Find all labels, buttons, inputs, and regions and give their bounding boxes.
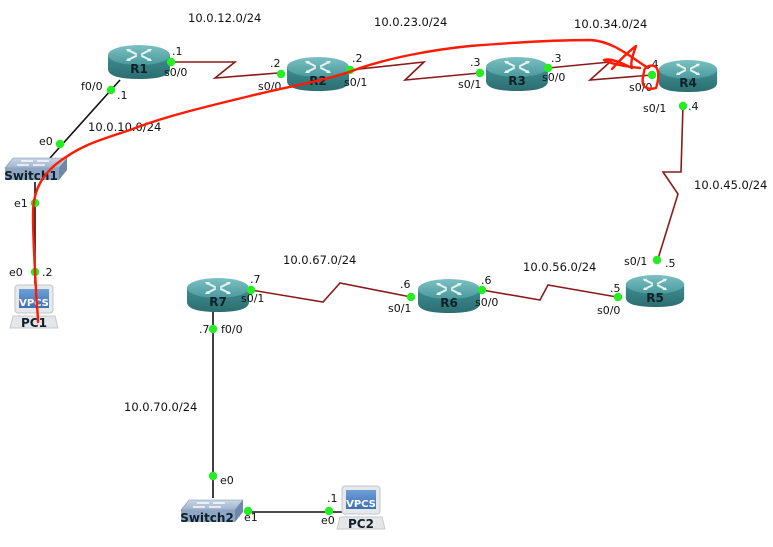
ip-label-r6-s0-0: .6 [481, 274, 492, 287]
port-dot-r2-s0-0[interactable] [276, 69, 286, 79]
ip-label-r3-s0-1: .3 [470, 56, 481, 69]
port-label-pc1-e0: e0 [9, 266, 23, 279]
router-r3[interactable]: R3 [485, 56, 549, 92]
switch-switch2[interactable]: Switch2 [180, 499, 244, 525]
port-dot-switch2-e0[interactable] [208, 471, 218, 481]
device-label-r6: R6 [440, 296, 458, 310]
router-r1[interactable]: R1 [107, 44, 171, 80]
port-dot-r5-s0-0[interactable] [613, 292, 623, 302]
port-label-r3-s0-0: s0/0 [542, 71, 565, 84]
ip-label-r7-s0-1: .7 [250, 273, 261, 286]
link-r2-r3-serial[interactable] [349, 60, 481, 82]
link-r1-r2-serial[interactable] [171, 61, 279, 80]
port-label-r6-s0-0: s0/0 [475, 296, 498, 309]
device-label-pc2: PC2 [348, 517, 374, 531]
ip-label-r2-s0-0: .2 [270, 57, 281, 70]
port-label-r3-s0-1: s0/1 [458, 78, 481, 91]
ip-label-r6-s0-1: .6 [400, 278, 411, 291]
ip-label-r2-s0-1: .2 [352, 52, 363, 65]
link-r4-r5-serial[interactable] [656, 104, 684, 263]
port-label-switch1-e1: e1 [14, 197, 28, 210]
vpcs-pc1[interactable]: VPCS PC1 [9, 284, 59, 330]
ip-label-r5-s0-0: .5 [610, 282, 621, 295]
device-label-pc1: PC1 [21, 316, 47, 330]
router-r6[interactable]: R6 [417, 278, 481, 314]
port-dot-r4-s0-0[interactable] [647, 70, 657, 80]
network-label-10-0-56: 10.0.56.0/24 [523, 260, 596, 274]
port-label-r6-s0-1: s0/1 [388, 302, 411, 315]
device-label-r1: R1 [130, 62, 148, 76]
port-label-r4-s0-0: s0/0 [629, 81, 652, 94]
switch-switch1[interactable]: Switch1 [4, 157, 68, 183]
ip-label-r1-f0-0: .1 [117, 89, 128, 102]
port-label-r1-f0-0: f0/0 [81, 80, 103, 93]
port-dot-r4-s0-1[interactable] [678, 101, 688, 111]
ip-label-pc1-e0: .2 [42, 266, 53, 279]
port-label-r5-s0-1: s0/1 [624, 255, 647, 268]
ip-label-r7-f0-0: .7 [199, 323, 210, 336]
device-label-switch2: Switch2 [180, 511, 234, 525]
device-label-switch1: Switch1 [4, 169, 58, 183]
network-label-10-0-10: 10.0.10.0/24 [88, 120, 161, 134]
network-label-10-0-23: 10.0.23.0/24 [374, 15, 447, 29]
port-label-switch2-e1: e1 [244, 511, 258, 524]
port-dot-r7-s0-1[interactable] [246, 285, 256, 295]
link-r3-r4-serial[interactable] [547, 60, 653, 81]
port-dot-r6-s0-1[interactable] [406, 292, 416, 302]
router-r5[interactable]: R5 [624, 274, 686, 308]
port-dot-switch2-e1[interactable] [243, 506, 253, 516]
port-dot-r5-s0-1[interactable] [652, 255, 662, 265]
port-label-switch1-e0: e0 [39, 135, 53, 148]
port-label-r4-s0-1: s0/1 [643, 102, 666, 115]
router-r4[interactable]: R4 [657, 59, 719, 93]
port-label-switch2-e0: e0 [220, 474, 234, 487]
network-label-10-0-70: 10.0.70.0/24 [124, 400, 197, 414]
port-label-r7-f0-0: f0/0 [221, 323, 243, 336]
device-label-r3: R3 [508, 74, 526, 88]
ip-label-r3-s0-0: .3 [551, 52, 562, 65]
link-r5-r6-serial[interactable] [481, 284, 618, 301]
vpcs-pc2[interactable]: VPCS PC2 [336, 485, 386, 531]
device-label-r4: R4 [679, 76, 697, 90]
port-dot-r1-s0-0[interactable] [166, 57, 176, 67]
network-label-10-0-34: 10.0.34.0/24 [574, 17, 647, 31]
device-label-r5: R5 [646, 291, 664, 305]
ip-label-r4-s0-1: .4 [688, 100, 699, 113]
vpcs-screen-text: VPCS [19, 298, 49, 309]
link-r6-r7-serial[interactable] [250, 282, 412, 303]
port-dot-r1-f0-0[interactable] [106, 85, 116, 95]
ip-label-r5-s0-1: .5 [665, 257, 676, 270]
port-label-r7-s0-1: s0/1 [241, 292, 264, 305]
port-dot-pc2-e0[interactable] [324, 506, 334, 516]
port-dot-r7-f0-0[interactable] [208, 324, 218, 334]
trace-circle-r4-s0-0[interactable] [641, 64, 660, 90]
network-label-10-0-12: 10.0.12.0/24 [188, 11, 261, 25]
port-dot-r3-s0-0[interactable] [543, 63, 553, 73]
port-label-r1-s0-0: s0/0 [164, 66, 187, 79]
network-label-10-0-67: 10.0.67.0/24 [283, 253, 356, 267]
ip-label-r1-s0-0: .1 [172, 45, 183, 58]
trace-scribble [602, 44, 642, 71]
port-label-pc2-e0: e0 [321, 514, 335, 527]
port-dot-switch1-e0[interactable] [55, 139, 65, 149]
port-dot-r6-s0-0[interactable] [477, 285, 487, 295]
device-label-r7: R7 [209, 295, 227, 309]
trace-path [31, 38, 650, 324]
ip-label-pc2-e0: .1 [327, 492, 338, 505]
port-label-r5-s0-0: s0/0 [597, 304, 620, 317]
port-dot-r3-s0-1[interactable] [475, 68, 485, 78]
trace-annotation [31, 38, 660, 324]
router-r7[interactable]: R7 [186, 277, 250, 313]
port-label-r2-s0-1: s0/1 [344, 76, 367, 89]
vpcs-screen-text: VPCS [346, 499, 376, 510]
network-label-10-0-45: 10.0.45.0/24 [694, 178, 767, 192]
